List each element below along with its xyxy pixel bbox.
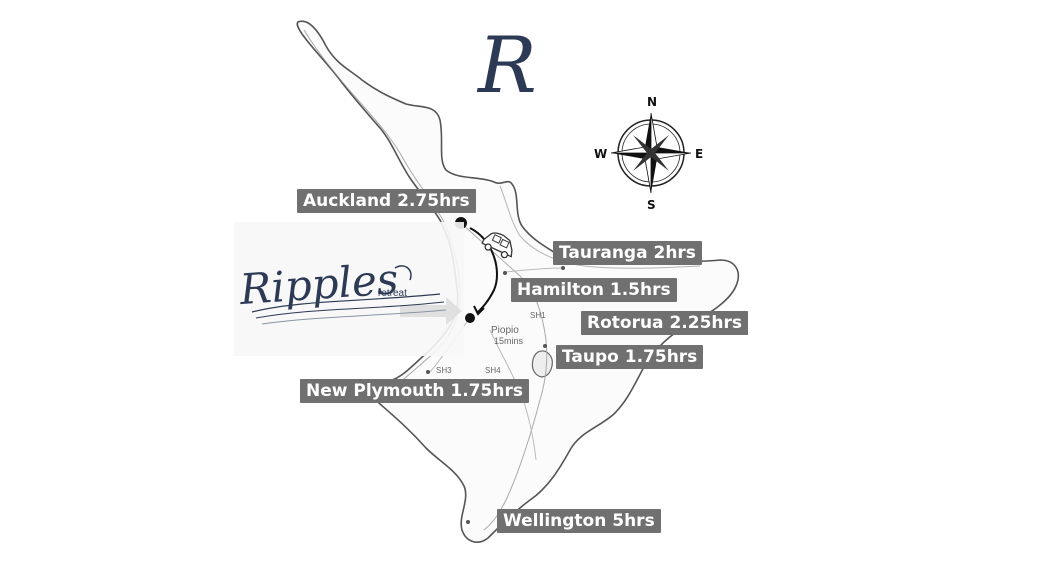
piopio-dot	[465, 313, 475, 323]
piopio-time: 15mins	[494, 336, 524, 346]
wellington-label: Wellington 5hrs	[497, 509, 661, 533]
ripples-brand-text: Ripples	[237, 254, 400, 314]
taupo-label: Taupo 1.75hrs	[556, 345, 704, 369]
hamilton-dot	[503, 271, 507, 275]
road-sh4-label: SH4	[485, 366, 501, 375]
compass-east: E	[695, 147, 703, 161]
rotorua-label: Rotorua 2.25hrs	[581, 311, 749, 335]
lake-taupo	[531, 350, 553, 378]
piopio-label: Piopio	[491, 325, 519, 336]
route-arrowhead	[473, 305, 485, 316]
auckland-label: Auckland 2.75hrs	[297, 189, 476, 213]
taupo-dot	[543, 344, 547, 348]
tauranga-label: Tauranga 2hrs	[553, 241, 702, 265]
ripples-retreat-logo: Ripples retreat	[234, 222, 464, 356]
road-sh1-label: SH1	[530, 311, 546, 320]
road-sh3-label: SH3	[436, 366, 452, 375]
road-hamilton-tauranga	[505, 267, 565, 273]
logo-letter-r: R	[476, 21, 537, 111]
compass-south: S	[647, 198, 656, 212]
car-icon	[481, 232, 513, 259]
new-plymouth-label: New Plymouth 1.75hrs	[300, 379, 529, 403]
compass-north: N	[647, 95, 657, 109]
ripples-retreat-text: retreat	[378, 288, 407, 299]
wellington-dot	[466, 520, 470, 524]
compass-west: W	[594, 147, 607, 161]
hamilton-label: Hamilton 1.5hrs	[511, 278, 677, 302]
tauranga-dot	[561, 266, 565, 270]
new-plymouth-dot	[426, 370, 430, 374]
compass-rose-icon: N S E W	[594, 95, 703, 212]
